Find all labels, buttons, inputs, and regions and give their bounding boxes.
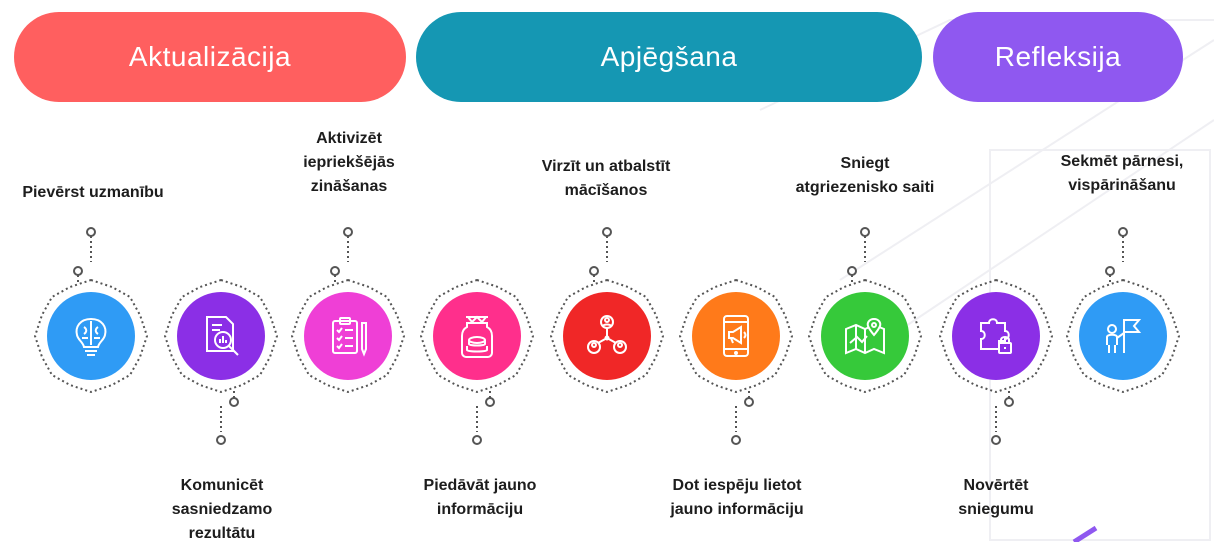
step-label-dot-iespeju: Dot iespēju lietot jauno informāciju <box>670 477 804 518</box>
connector-node <box>860 227 870 237</box>
step-label-aktivizet: Aktivizēt iepriekšējās zināšanas <box>303 130 395 195</box>
connector-node <box>602 227 612 237</box>
connector-node <box>472 435 482 445</box>
person-flag-icon <box>1106 319 1142 353</box>
connector-node <box>1004 397 1014 407</box>
phone-megaphone-icon <box>723 315 749 357</box>
step-label-novertet: Novērtēt sniegumu <box>958 477 1034 518</box>
step-label-sekmet: Sekmēt pārnesi, vispārināšanu <box>1060 153 1184 194</box>
document-search-icon <box>206 316 239 356</box>
phase-aktualizacija: Aktualizācija <box>14 12 406 102</box>
connector-node <box>589 266 599 276</box>
dotted-ring <box>290 278 406 394</box>
dotted-ring <box>163 278 279 394</box>
connector-node <box>744 397 754 407</box>
step-piedavat <box>418 277 536 395</box>
connector-node <box>1105 266 1115 276</box>
dotted-ring <box>549 278 665 394</box>
step-circle <box>821 292 909 380</box>
step-circle <box>177 292 265 380</box>
step-label-pieverst-uzmanibu: Pievērst uzmanību <box>22 184 164 201</box>
brain-bulb-icon <box>75 317 107 356</box>
step-label-piedavat: Piedāvāt jauno informāciju <box>423 477 537 518</box>
step-dot-iespeju <box>677 277 795 395</box>
dotted-ring <box>33 278 149 394</box>
connector-node <box>229 397 239 407</box>
puzzle-lock-icon <box>980 318 1012 354</box>
step-circle <box>692 292 780 380</box>
dotted-ring <box>1065 278 1181 394</box>
map-pin-icon <box>845 317 885 355</box>
step-circle <box>47 292 135 380</box>
step-komunicet <box>162 277 280 395</box>
connector-node <box>847 266 857 276</box>
connector-node <box>73 266 83 276</box>
dotted-ring <box>938 278 1054 394</box>
corner-accent <box>1072 525 1098 542</box>
step-novertet <box>937 277 1055 395</box>
people-network-icon <box>587 315 627 354</box>
connector-node <box>330 266 340 276</box>
step-virzit <box>548 277 666 395</box>
step-circle <box>304 292 392 380</box>
connector-node <box>731 435 741 445</box>
connector-node <box>343 227 353 237</box>
jar-coins-icon <box>461 315 493 358</box>
step-sniegt <box>806 277 924 395</box>
connector-node <box>86 227 96 237</box>
step-circle <box>563 292 651 380</box>
connector-node <box>216 435 226 445</box>
dotted-ring <box>807 278 923 394</box>
connector-node <box>485 397 495 407</box>
step-circle <box>1079 292 1167 380</box>
phase-apjegsana: Apjēgšana <box>416 12 922 102</box>
step-circle <box>952 292 1040 380</box>
step-aktivizet <box>289 277 407 395</box>
phase-label: Apjēgšana <box>600 41 738 72</box>
step-pieverst-uzmanibu <box>32 277 150 395</box>
dotted-ring <box>678 278 794 394</box>
step-sekmet <box>1064 277 1182 395</box>
connector-node <box>1118 227 1128 237</box>
dotted-ring <box>419 278 535 394</box>
step-label-virzit: Virzīt un atbalstīt mācīšanos <box>541 158 671 199</box>
step-circle <box>433 292 521 380</box>
phase-label: Refleksija <box>994 41 1122 72</box>
step-label-sniegt: Sniegt atgriezenisko saiti <box>795 155 935 196</box>
phase-refleksija: Refleksija <box>933 12 1183 102</box>
clipboard-checklist-icon <box>332 317 367 357</box>
step-label-komunicet: Komunicēt sasniedzamo rezultātu <box>171 477 273 542</box>
connector-node <box>991 435 1001 445</box>
phase-label: Aktualizācija <box>128 41 292 72</box>
